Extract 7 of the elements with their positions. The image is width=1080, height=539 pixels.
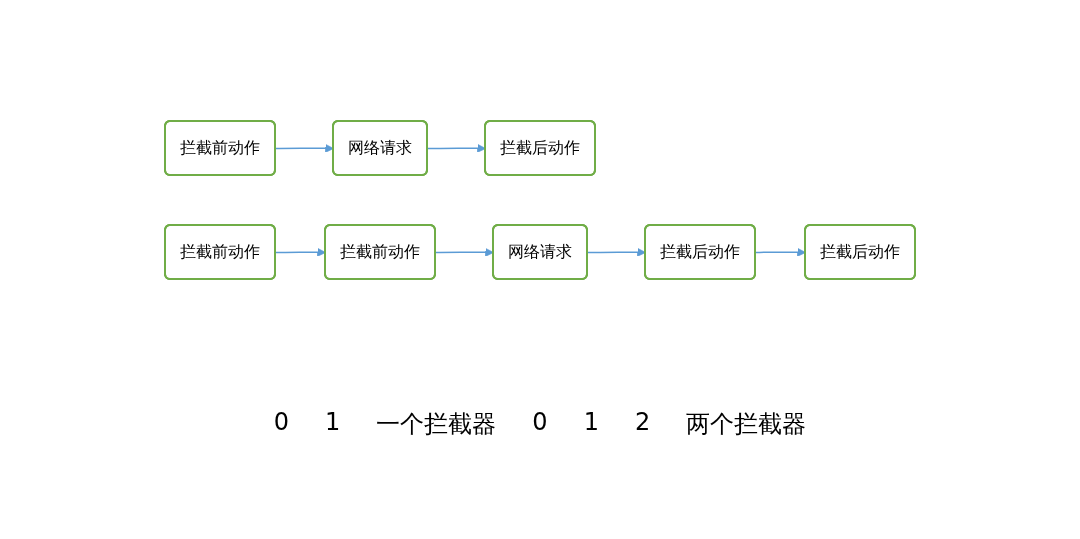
diagram-label: 0 [532, 408, 548, 438]
diagram-label: 0 [273, 408, 290, 438]
diagram-label: 一个拦截器 [376, 409, 497, 440]
diagram-label: 1 [583, 408, 599, 438]
diagram-label: 1 [325, 408, 341, 438]
diagram-label: 两个拦截器 [686, 409, 807, 440]
diagram-label: 2 [634, 408, 651, 438]
